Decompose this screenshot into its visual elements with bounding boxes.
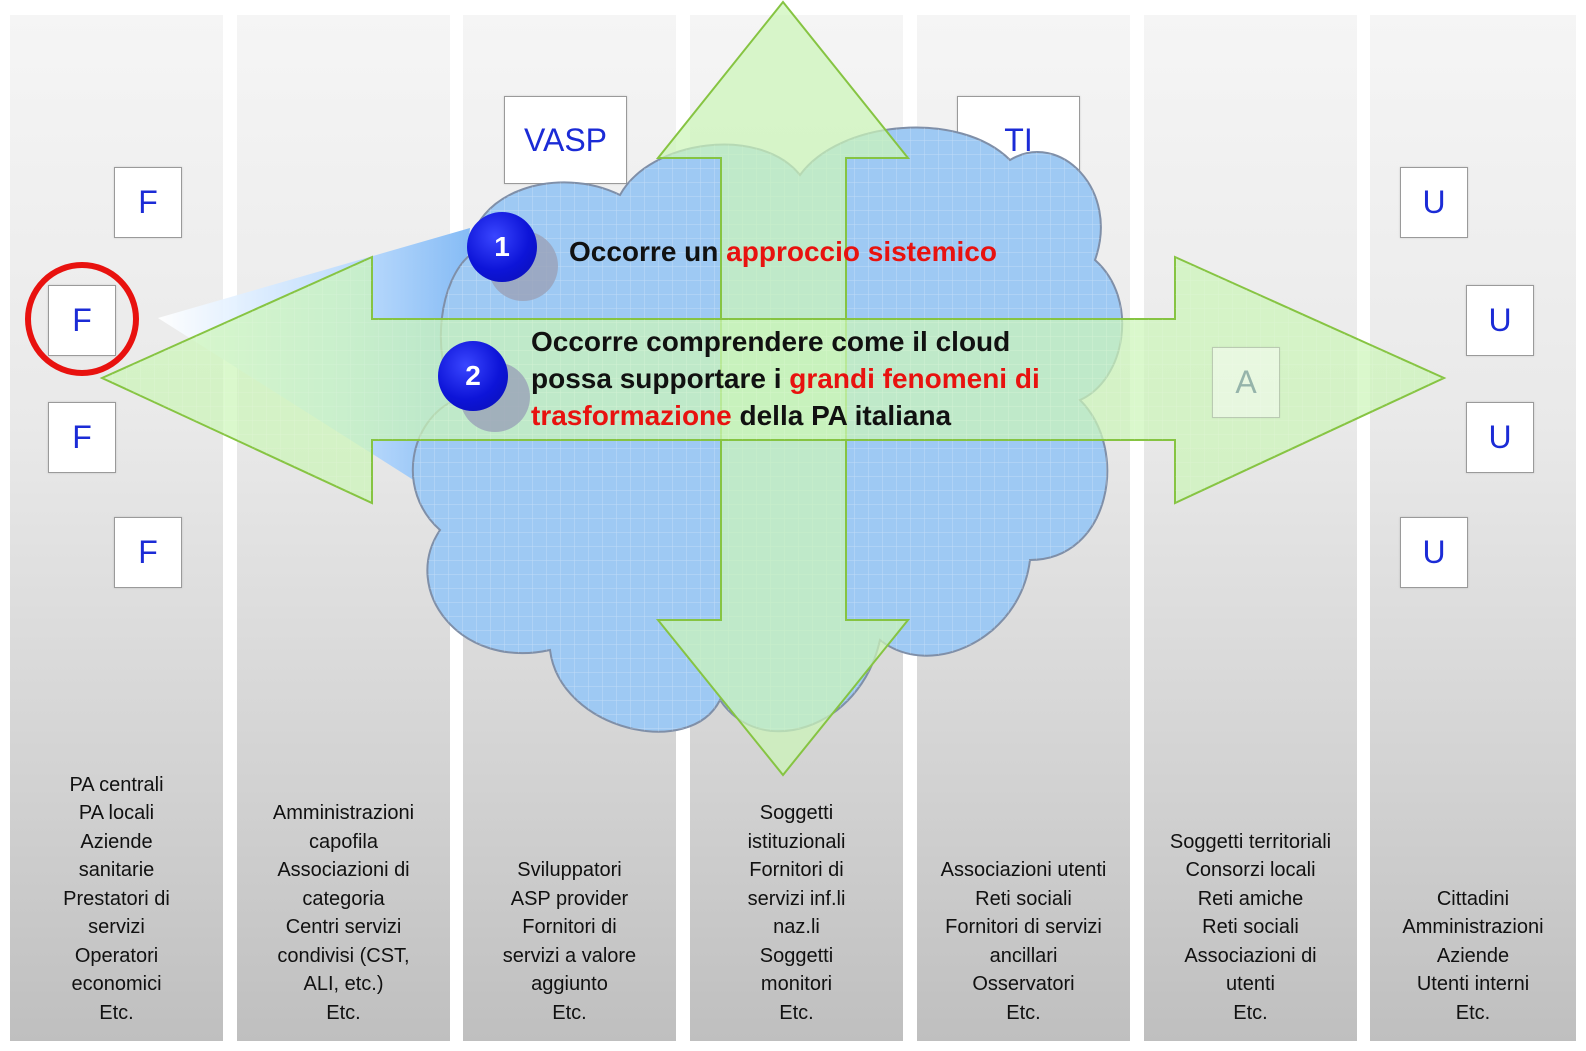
column-4-text: Soggetti istituzionali Fornitori di serv… bbox=[747, 802, 846, 1024]
column-3-text: Sviluppatori ASP provider Fornitori di s… bbox=[502, 859, 637, 1024]
column-6-text: Soggetti territoriali Consorzi locali Re… bbox=[1169, 830, 1332, 1024]
point-1-text: Occorre un approccio sistemico bbox=[569, 233, 1089, 270]
column-7-text: Cittadini Amministrazioni Aziende Utenti… bbox=[1402, 887, 1544, 1024]
point-2-text: Occorre comprendere come il cloud possa … bbox=[531, 323, 1091, 434]
point-2-text-before: Occorre comprendere come il cloud possa … bbox=[531, 326, 1011, 394]
f-box-4: F bbox=[114, 517, 182, 588]
f-box-1: F bbox=[114, 167, 182, 238]
f-box-3: F bbox=[48, 402, 116, 473]
u-box-1: U bbox=[1400, 167, 1468, 238]
point-1-text-before: Occorre un bbox=[569, 236, 727, 267]
column-5-text: Associazioni utenti Reti sociali Fornito… bbox=[940, 859, 1107, 1024]
u-box-4: U bbox=[1400, 517, 1468, 588]
point-2-highlight: grandi fenomeni di trasformazione bbox=[531, 363, 1040, 431]
point-2-text-after: della PA italiana bbox=[731, 400, 952, 431]
point-1-bubble: 1 bbox=[467, 212, 537, 282]
point-2-bubble: 2 bbox=[438, 341, 508, 411]
column-6: Soggetti territoriali Consorzi locali Re… bbox=[1144, 15, 1357, 1041]
column-2: Amministrazioni capofila Associazioni di… bbox=[237, 15, 450, 1041]
f-box-2: F bbox=[48, 285, 116, 356]
column-1-text: PA centrali PA locali Aziende sanitarie … bbox=[63, 773, 170, 1024]
point-1-highlight: approccio sistemico bbox=[726, 236, 997, 267]
column-2-text: Amministrazioni capofila Associazioni di… bbox=[272, 802, 415, 1024]
highlight-circle bbox=[25, 262, 139, 376]
a-box: A bbox=[1212, 347, 1280, 418]
u-box-2: U bbox=[1466, 285, 1534, 356]
u-box-3: U bbox=[1466, 402, 1534, 473]
